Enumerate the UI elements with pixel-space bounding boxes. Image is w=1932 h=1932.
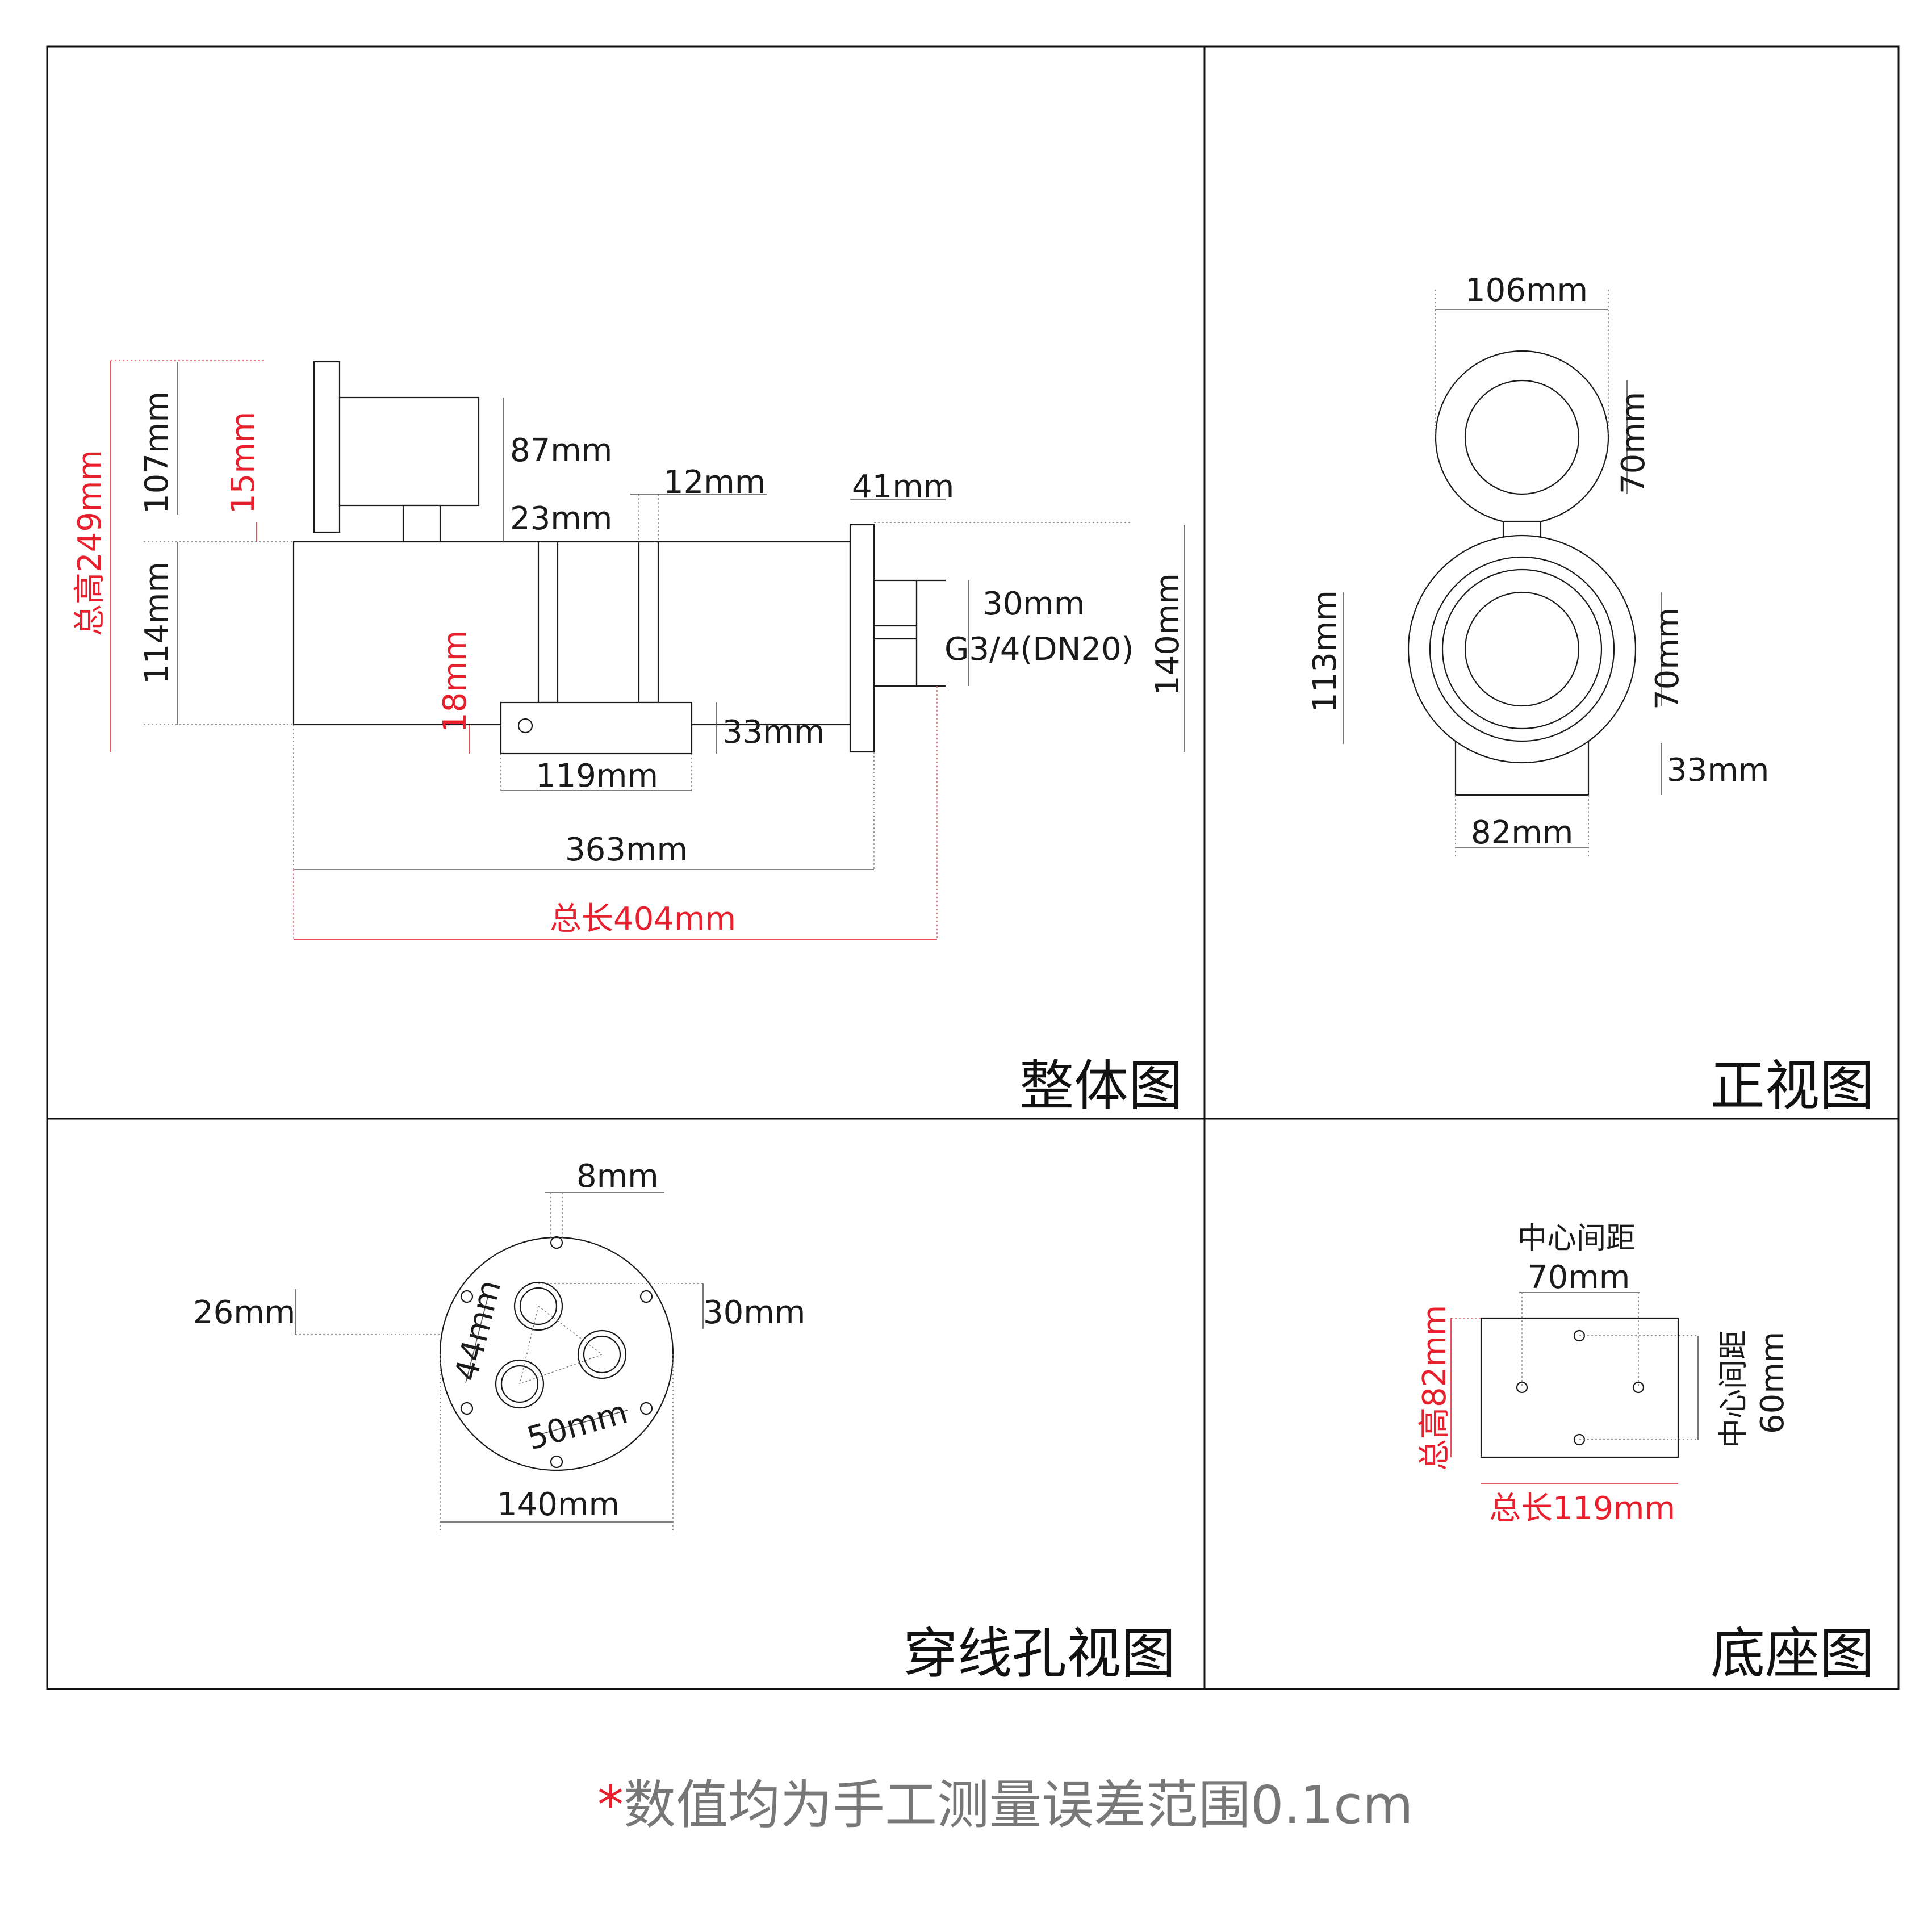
panel-title-holes: 穿线孔视图 (903, 1622, 1176, 1686)
right-nozzle (873, 579, 918, 687)
dim-23: 23mm (510, 500, 612, 537)
dim-total-height-base: 总高82mm (1416, 1305, 1453, 1471)
dim-total-length-base: 总长119mm (1489, 1490, 1675, 1527)
bolt-hole-6 (460, 1290, 474, 1303)
riser-left (537, 541, 559, 704)
dim-60: 60mm (1754, 1332, 1791, 1434)
dim-total-height: 总高249mm (72, 450, 108, 636)
footer-note-text: *数值均为手工测量误差范围0.1cm (597, 1775, 1414, 1835)
dim-107: 107mm (139, 391, 175, 514)
cable-hole-a (513, 1281, 563, 1331)
center-line-ac (519, 1306, 539, 1385)
center-line-bc (519, 1354, 603, 1385)
bolt-hole-1 (550, 1236, 563, 1249)
panel-overall: 107mm 15mm 总高249mm 114mm 87mm 23mm 12mm … (72, 360, 1186, 1118)
panel-frames (46, 45, 1900, 1690)
dim-50: 50mm (523, 1394, 632, 1457)
center-line-ab (538, 1306, 603, 1355)
footer-star: * (597, 1775, 624, 1835)
dim-113: 113mm (1307, 590, 1344, 713)
dim-26: 26mm (193, 1294, 295, 1331)
bolt-hole-2 (639, 1290, 653, 1303)
dim-70-top: 70mm (1615, 392, 1652, 494)
cable-hole-c (495, 1359, 545, 1409)
dim-363: 363mm (565, 831, 688, 868)
right-flange (849, 524, 875, 753)
body-ring-outer (1407, 534, 1637, 764)
dim-15: 15mm (225, 412, 262, 514)
panel-base: 中心间距 70mm 总高82mm 中心间距 60mm 总长119mm 底座图 (1416, 1222, 1874, 1686)
center-distance-label: 中心间距 (1517, 1222, 1636, 1256)
dim-line-44 (465, 1294, 489, 1383)
panel-base-frame (1203, 1118, 1900, 1690)
thread-spec: G3/4(DN20) (944, 631, 1134, 668)
dim-12: 12mm (663, 464, 766, 501)
panel-title-overall: 整体图 (1019, 1054, 1183, 1118)
dim-33-front: 33mm (1667, 752, 1769, 789)
bolt-hole-5 (460, 1402, 474, 1415)
dim-line-50 (530, 1410, 628, 1437)
top-flange (313, 361, 341, 533)
dim-114: 114mm (139, 562, 175, 684)
footer-note: 数值均为手工测量误差范围0.1cm (624, 1775, 1414, 1835)
dim-total-length: 总长404mm (550, 901, 736, 938)
panel-holes-frame (46, 1118, 1206, 1690)
dim-87: 87mm (510, 432, 612, 469)
dim-30-holes: 30mm (703, 1294, 805, 1331)
dim-140: 140mm (1149, 573, 1186, 696)
top-ring-inner (1464, 379, 1580, 495)
bolt-hole-3 (639, 1402, 653, 1415)
dim-33: 33mm (722, 714, 825, 751)
cable-hole-b-inner (583, 1335, 621, 1374)
panel-title-front: 正视图 (1711, 1054, 1874, 1118)
footer: *数值均为手工测量误差范围0.1cm (597, 1775, 1414, 1835)
main-body (292, 541, 851, 726)
dim-70-body: 70mm (1649, 608, 1686, 710)
top-box (338, 396, 480, 507)
base-bolt-left (1516, 1381, 1528, 1394)
dim-70-base: 70mm (1528, 1259, 1630, 1296)
riser-right (638, 541, 659, 704)
body-ring-inner (1441, 568, 1603, 730)
panel-holes: 8mm 26mm 30mm 44mm 50mm 140mm 穿线孔视图 (193, 1158, 1176, 1686)
dim-18: 18mm (437, 630, 474, 733)
panel-front: 106mm 70mm 113mm 70mm 33mm 82mm 正视图 (1307, 272, 1874, 1118)
dim-30: 30mm (982, 586, 1085, 622)
body-ring-mid (1429, 556, 1615, 742)
dim-8: 8mm (576, 1158, 659, 1195)
bottom-base (500, 701, 693, 755)
bolt-hole-4 (550, 1455, 563, 1469)
cable-hole-c-inner (500, 1365, 539, 1403)
top-neck (402, 504, 441, 543)
body-ring-core (1464, 591, 1580, 707)
dim-119: 119mm (536, 758, 658, 794)
dim-106: 106mm (1465, 272, 1588, 309)
base-plate (1480, 1317, 1679, 1458)
panel-title-base: 底座图 (1711, 1622, 1874, 1686)
base-hole (517, 718, 533, 734)
dim-140-holes: 140mm (497, 1486, 620, 1523)
cable-hole-b (577, 1329, 627, 1379)
base-bolt-right (1632, 1381, 1645, 1394)
center-distance-label-vertical: 中心间距 (1717, 1330, 1751, 1448)
dim-41: 41mm (852, 469, 954, 505)
dim-82: 82mm (1471, 814, 1573, 851)
cable-hole-a-inner (519, 1287, 558, 1325)
top-ring-outer (1435, 350, 1609, 525)
